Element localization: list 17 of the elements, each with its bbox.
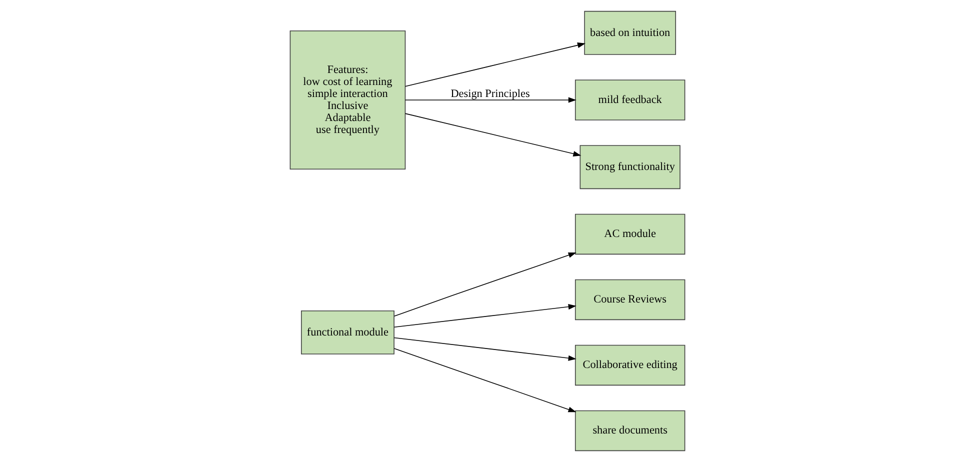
node-box: AC module [574,214,686,255]
node-box: Features: low cost of learning simple interaction Inclusive Adaptable use frequently [290,30,406,170]
arrow [394,348,576,412]
node-box: Strong functionality [580,145,680,190]
arrow [394,304,576,328]
node-box: share documents [574,410,686,452]
arrow [394,252,576,317]
edge-label: Design Principles [450,88,530,100]
arrow [404,113,582,156]
node-box: functional module [300,310,394,354]
node-box: mild feedback [574,80,686,120]
node-box: based on intuition [584,10,676,55]
arrow [404,97,576,103]
node-box: Collaborative editing [574,344,686,386]
node-box: Course Reviews [574,279,686,320]
arrow [404,42,586,87]
arrow [394,337,576,361]
